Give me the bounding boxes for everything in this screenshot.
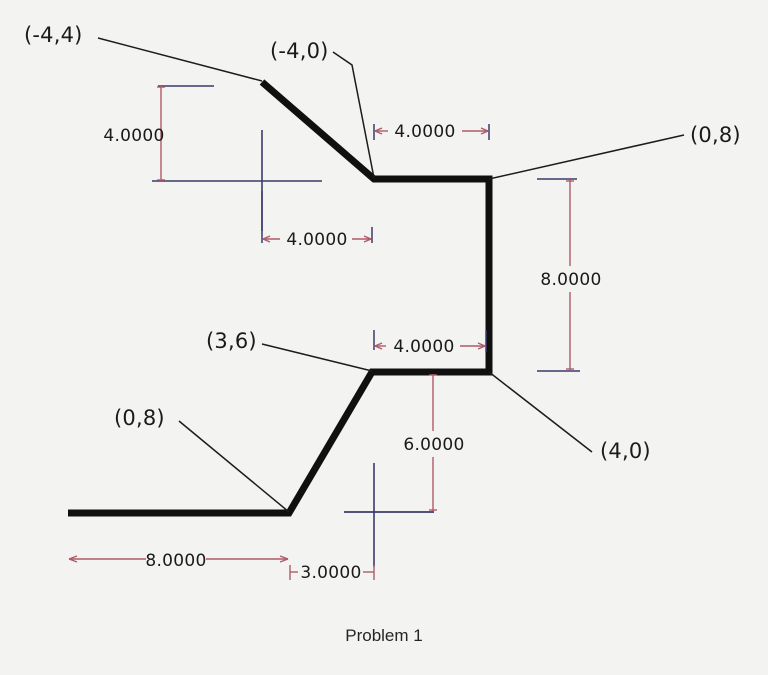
coord-label-0-8-right: (0,8) (690, 123, 741, 147)
coord-label-3-6: (3,6) (206, 329, 257, 353)
coord-label-0-8-left: (0,8) (114, 406, 165, 430)
coord-label-4-0: (4,0) (600, 439, 651, 463)
dim-arrow-right (363, 235, 372, 243)
dim-arrow-right (480, 127, 489, 135)
dimension-value: 4.0000 (286, 230, 347, 250)
drawing-caption: Problem 1 (345, 626, 422, 645)
dimension-value: 8.0000 (145, 551, 206, 571)
dim-arrow-left (262, 235, 271, 243)
axis-crosshair-lower (344, 463, 434, 567)
dimension-value: 4.0000 (394, 122, 455, 142)
dim-arrow-left (374, 127, 383, 135)
dim-arrow-right (477, 342, 486, 350)
dimension-horizontal-4-mid: 4.0000 (373, 330, 487, 357)
dimension-value: 4.0000 (393, 337, 454, 357)
dim-text-backdrop (400, 431, 466, 457)
dimension-horizontal-8: 8.0000 (68, 551, 289, 571)
leader-line-neg4-4 (97, 37, 263, 82)
coord-label-neg4-4: (-4,4) (24, 23, 83, 47)
coord-label-neg4-0: (-4,0) (270, 39, 329, 63)
leader-line-0-8-right (488, 134, 685, 180)
leader-line-0-8-left (178, 420, 290, 513)
dimension-vertical-4: 4.0000 (103, 85, 214, 182)
dimension-vertical-8: 8.0000 (537, 178, 605, 372)
leader-line-4-0 (488, 371, 593, 453)
leader-line-neg4-0 (332, 51, 375, 179)
dimension-vertical-6: 6.0000 (344, 374, 466, 513)
dimension-value: 8.0000 (540, 270, 601, 290)
dim-arrow-right (279, 555, 289, 563)
dimension-horizontal-3: 3.0000 (289, 563, 375, 583)
dimension-value: 6.0000 (403, 435, 464, 455)
dimension-value: 4.0000 (103, 126, 164, 146)
leader-line-3-6 (261, 343, 373, 372)
dim-arrow-left (374, 342, 383, 350)
dimension-horizontal-4-top: 4.0000 (373, 122, 490, 142)
dimension-horizontal-4-left: 4.0000 (261, 191, 373, 250)
dim-text-backdrop (537, 266, 605, 292)
dim-arrow-left (68, 555, 78, 563)
dimension-value: 3.0000 (300, 563, 361, 583)
